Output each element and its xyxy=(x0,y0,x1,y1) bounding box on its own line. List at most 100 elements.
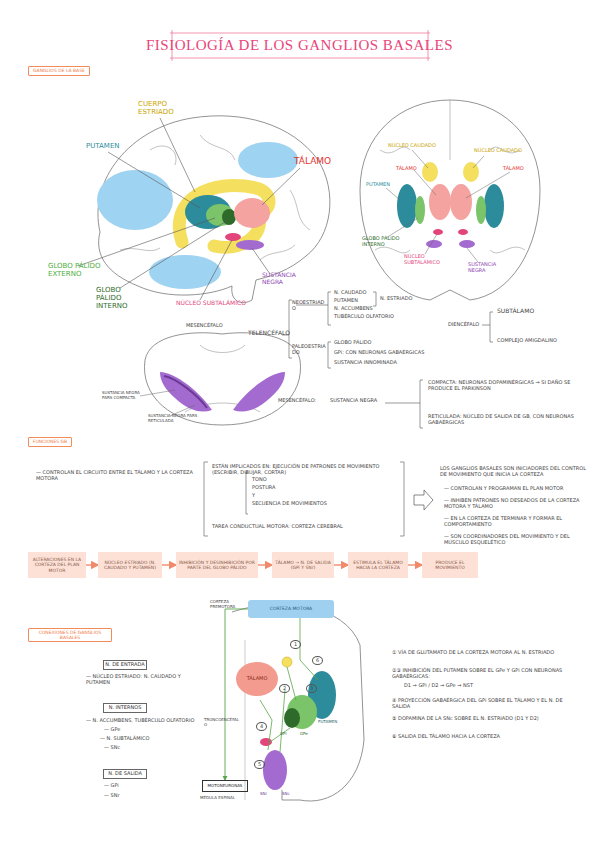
label-text: — SNr xyxy=(104,793,164,799)
label-text: TÁLAMO xyxy=(294,156,339,166)
label-text: ④ PROYECCIÓN GABAÉRGICA DEL GPi SOBRE EL… xyxy=(392,698,582,710)
label-text: PUTAMEN xyxy=(366,182,401,188)
label-text: MÉDULA ESPINAL xyxy=(200,796,252,801)
node-text: N. DE ENTRADA xyxy=(105,662,144,668)
label-text: TÁLAMO xyxy=(396,166,426,172)
label-text: D1 → GPi / D2 → GPe → NST xyxy=(404,683,564,689)
connector xyxy=(334,564,348,565)
label-text: RETICULADA: NÚCLEO DE SALIDA DE GB, CON … xyxy=(428,414,588,426)
label-text: ⑤ DOPAMINA DE LA SNc SOBRE EL N. ESTRIAD… xyxy=(392,716,582,722)
node-box: N. DE SALIDA xyxy=(103,769,147,779)
coronal-section xyxy=(360,100,540,300)
label-text: SNr xyxy=(260,792,280,797)
label-text: N. ESTRIADO xyxy=(380,296,420,302)
node-text: INHIBICIÓN Y DESINHIBICIÓN POR PARTE DEL… xyxy=(178,560,256,570)
label-text: PALEOESTRIADO xyxy=(292,344,328,356)
connector xyxy=(162,564,176,565)
label-text: — SON COORDINADORES DEL MOVIMIENTO Y DEL… xyxy=(444,534,586,546)
label-text: N. CAUDADO xyxy=(334,290,389,296)
label-text: SUSTANCIA NEGRA xyxy=(330,398,390,404)
node-box: CONEXIONES DE GANGLIOS BASALES xyxy=(28,628,112,642)
callout-number: 5 xyxy=(254,760,265,769)
label-text: SUBTÁLAMO xyxy=(497,308,567,315)
callout-number: 2 xyxy=(279,684,290,693)
label-text: ②③ INHIBICIÓN DEL PUTAMEN SOBRE EL GPe Y… xyxy=(392,668,582,680)
label-text: PUTAMEN xyxy=(318,720,352,725)
node-text: ESTIMULA EL TÁLAMO HACIA LA CORTEZA xyxy=(350,560,406,570)
label-text: Y xyxy=(252,493,292,499)
label-text: ⑥ SALIDA DEL TÁLAMO HACIA LA CORTEZA xyxy=(392,734,582,740)
label-text: ESTÁN IMPLICADOS EN: EJECUCIÓN DE PATRON… xyxy=(212,464,397,476)
label-text: COMPLEJO AMIGDALINO xyxy=(497,338,582,344)
label-text: PUTAMEN xyxy=(86,142,131,150)
label-text: GLOBO PÁLIDO INTERNO xyxy=(96,286,148,310)
label-text: TONO xyxy=(252,477,292,483)
label-text: — GPi xyxy=(104,783,164,789)
node-text: TÁLAMO xyxy=(247,676,268,682)
label-text: — GPe xyxy=(104,727,164,733)
label-text: NÚCLEO CAUDADO xyxy=(474,148,529,154)
label-text: — CONTROLAN EL CIRCUITO ENTRE EL TÁLAMO … xyxy=(36,470,196,482)
label-text: DIENCÉFALO xyxy=(448,322,488,328)
label-text: NÚCLEO SUBTALÁMICO xyxy=(404,254,448,266)
node-text: NÚCLEO ESTRIADO (N. CAUDADO Y PUTAMEN) xyxy=(100,560,160,570)
connector xyxy=(258,564,272,565)
label-text: SUSTANCIA NEGRA PARS COMPACTA xyxy=(102,391,147,400)
label-text: SECUENCIA DE MOVIMIENTOS xyxy=(252,501,352,507)
label-text: — N. SUBTALÁMICO xyxy=(100,736,170,742)
node-text: MOTONEURONAS xyxy=(208,784,243,789)
lateral-brain xyxy=(78,116,330,303)
label-text: GPi: CON NEURONAS GABAÉRGICAS xyxy=(334,350,444,356)
node-text: TÁLAMO → N. DE SALIDA (GPi Y SNr) xyxy=(274,560,332,570)
callout-number: 4 xyxy=(256,722,267,731)
label-text: GLOBO PÁLIDO INTERNO xyxy=(362,236,406,248)
label-text: TAREA CONDUCTUAL MOTORA: CORTEZA CEREBRA… xyxy=(212,524,392,530)
node-box: NÚCLEO ESTRIADO (N. CAUDADO Y PUTAMEN) xyxy=(98,552,162,578)
node-text: PRODUCE EL MOVIMIENTO xyxy=(424,560,476,570)
label-text: NÚCLEO SUBTALÁMICO xyxy=(176,300,256,307)
sagittal-diagram xyxy=(232,604,364,801)
label-text: LOS GANGLIOS BASALES SON INICIADORES DEL… xyxy=(440,466,588,478)
node-box: N. DE ENTRADA xyxy=(103,660,147,670)
label-text: SUSTANCIA INNOMINADA xyxy=(334,360,414,366)
node-box: N. INTERNOS xyxy=(103,703,147,713)
label-text: — EN LA CORTEZA DE TERMINAR Y FORMAR EL … xyxy=(444,516,586,528)
label-text: — CONTROLAN Y PROGRAMAN EL PLAN MOTOR xyxy=(444,486,586,492)
label-text: CORTEZA PREMOTORA xyxy=(210,600,244,609)
label-text: — NÚCLEO ESTRIADO: N. CAUDADO Y PUTAMEN xyxy=(86,674,196,686)
label-text: NEOESTRIADO xyxy=(292,300,328,312)
node-box: TÁLAMO → N. DE SALIDA (GPi Y SNr) xyxy=(272,552,334,578)
label-text: POSTURA xyxy=(252,485,292,491)
node-box: MOTONEURONAS xyxy=(202,780,248,792)
node-text: ALTERACIONES EN LA CORTEZA DEL PLAN MOTO… xyxy=(30,557,84,573)
node-text: CONEXIONES DE GANGLIOS BASALES xyxy=(32,630,108,640)
label-text: SUSTANCIA NEGRA xyxy=(262,272,307,286)
label-text: N. ACCUMBENS xyxy=(334,306,389,312)
label-text: — INHIBEN PATRONES NO DESEADOS DE LA COR… xyxy=(444,498,586,510)
connector xyxy=(86,564,98,565)
label-text: GPi xyxy=(280,732,298,737)
label-text: SUSTANCIA NEGRA xyxy=(468,262,512,274)
node-box: ESTIMULA EL TÁLAMO HACIA LA CORTEZA xyxy=(348,552,408,578)
label-text: GLOBO PÁLIDO EXTERNO xyxy=(48,262,103,278)
title: FISIOLOGÍA DE LOS GANGLIOS BASALES xyxy=(0,37,599,54)
node-box: GANGLIOS DE LA BASE xyxy=(28,66,90,76)
callout-number: 6 xyxy=(312,656,323,665)
label-text: TUBÉRCULO OLFATORIO xyxy=(334,314,404,320)
connector xyxy=(225,609,248,780)
label-text: TELENCÉFALO xyxy=(248,330,293,337)
node-text: GANGLIOS DE LA BASE xyxy=(33,68,85,73)
node-box: FUNCIONES GB xyxy=(28,437,72,447)
label-text: — N. ACCUMBENS, TUBÉRCULO OLFATORIO xyxy=(86,718,196,724)
node-text: N. INTERNOS xyxy=(109,705,142,711)
label-text: TRONCOENCÉFALO xyxy=(204,718,242,727)
node-box: CORTEZA MOTORA xyxy=(248,600,334,618)
label-text: GPe xyxy=(300,732,320,737)
label-text: MESENCÉFALO xyxy=(186,323,241,329)
callout-number: 1 xyxy=(290,640,301,649)
label-text: MESENCÉFALO: xyxy=(278,398,323,404)
implication-arrow xyxy=(414,490,433,510)
node-box: INHIBICIÓN Y DESINHIBICIÓN POR PARTE DEL… xyxy=(176,552,258,578)
label-text: SUSTANCIA NEGRA PARS RETICULADA xyxy=(148,414,203,423)
